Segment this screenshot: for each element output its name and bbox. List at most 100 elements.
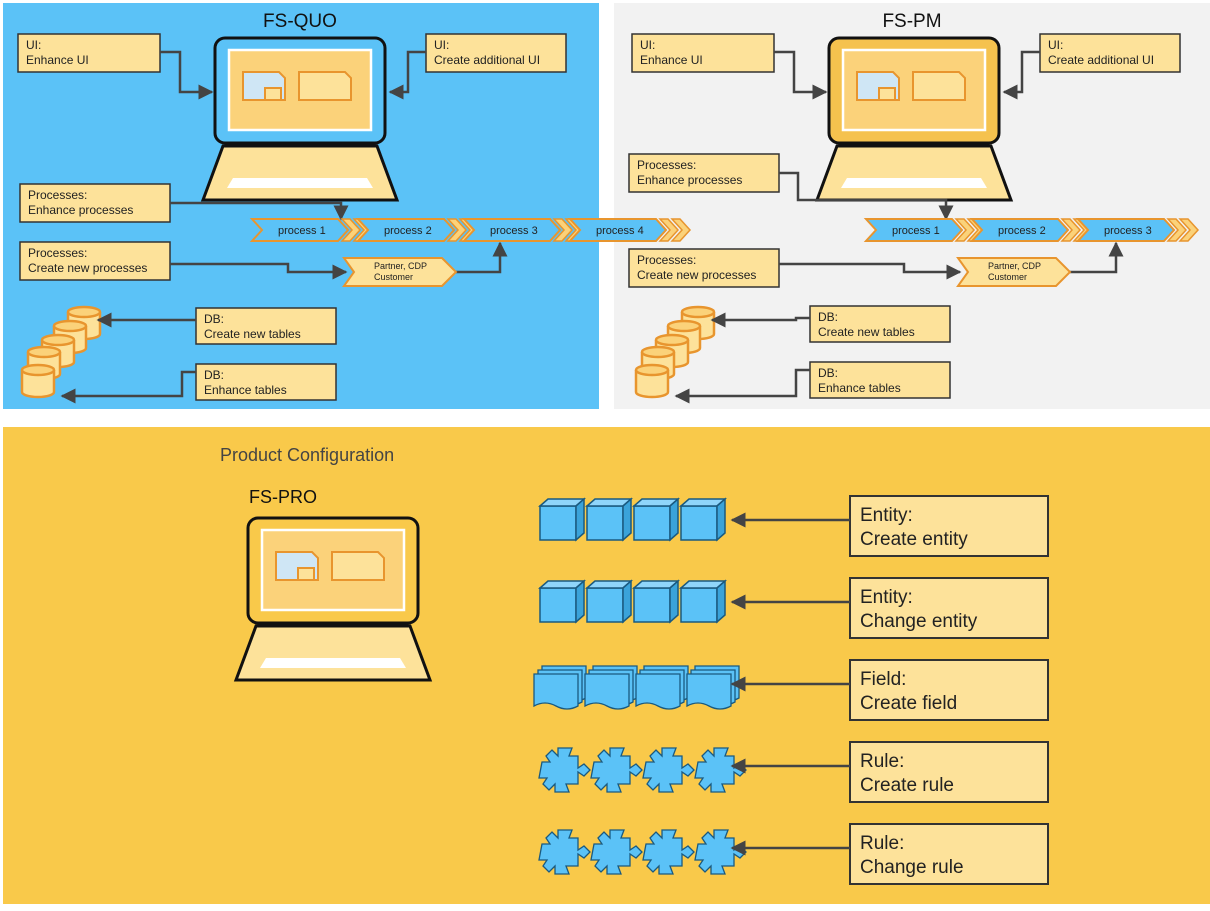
quo-proc-create-label-line-0: Processes:: [28, 246, 87, 260]
pm-process-1: process 1: [863, 218, 988, 242]
quo-ui-enhance-label-line-0: UI:: [26, 38, 41, 52]
pro-label-line-0: Entity:: [860, 505, 913, 526]
quo-proc-enhance-label: Processes:Enhance processes: [19, 183, 171, 223]
pm-ui-create-label-line-1: Create additional UI: [1048, 53, 1154, 67]
puzzle-icon: [642, 747, 695, 793]
cube-icon-side: [575, 579, 585, 624]
puzzle-icon-piece: [590, 747, 643, 793]
pm-db-create-label-line-0: DB:: [818, 310, 838, 324]
pro-label-box: [849, 495, 1049, 557]
pro-row-5: Rule:Change rule: [538, 823, 1049, 885]
pro-label-1: Entity:Create entity: [849, 495, 1049, 557]
cube-icon-front: [680, 505, 718, 541]
quo-process-3-shape: [461, 218, 562, 242]
quo-db-enhance-label-box: [195, 363, 337, 401]
pro-label-box: [849, 659, 1049, 721]
pm-ui-enhance-label-line-0: UI:: [640, 38, 655, 52]
pm-process-3: process 3: [1075, 218, 1200, 242]
cube-icon: [538, 579, 586, 624]
cube-icon-side: [669, 497, 679, 542]
pm-process-1-shape: [863, 218, 964, 242]
fs-pro-laptop: [233, 516, 433, 682]
quo-process-2-label: process 2: [384, 225, 432, 237]
pm-partner-box-shape: [956, 257, 1072, 287]
document-stack-row-icon: [533, 665, 740, 710]
pro-label-2: Entity:Change entity: [849, 577, 1049, 639]
quo-db-create-label: DB:Create new tables: [195, 307, 337, 345]
laptop-keyboard: [260, 658, 406, 668]
puzzle-row-icon: [538, 747, 747, 793]
pm-ui-enhance-label: UI:Enhance UI: [631, 33, 775, 73]
pm-db-create-label-line-1: Create new tables: [818, 325, 915, 339]
db-cylinder-body: [20, 370, 56, 399]
puzzle-icon: [642, 829, 695, 875]
pm-proc-enhance-label: Processes:Enhance processes: [628, 153, 780, 193]
puzzle-icon-piece: [538, 747, 591, 793]
db-cylinder-top: [20, 363, 56, 377]
document-icon: [584, 665, 638, 710]
db-cylinder-body: [634, 370, 670, 399]
pm-laptop: [814, 36, 1014, 202]
laptop-base: [233, 624, 433, 682]
quo-ui-create-label-line-0: UI:: [434, 38, 449, 52]
document-icon: [533, 665, 587, 710]
fs-pro-title: FS-PRO: [249, 487, 317, 507]
pro-label-line-1: Change rule: [860, 857, 964, 878]
quo-process-4-chevron: [670, 218, 692, 242]
cube-icon-side: [622, 497, 632, 542]
puzzle-icon-piece: [590, 829, 643, 875]
pm-process-2: process 2: [969, 218, 1094, 242]
cube-row-icon: [538, 497, 727, 542]
pm-process-1-label: process 1: [892, 225, 940, 237]
puzzle-icon: [538, 747, 591, 793]
quo-db-create-label-line-0: DB:: [204, 312, 224, 326]
db-cylinder-top: [634, 363, 670, 377]
pm-process-1-chevron: [954, 218, 976, 242]
pro-row-4: Rule:Create rule: [538, 741, 1049, 803]
cube-icon-side: [669, 579, 679, 624]
cube-icon: [679, 497, 727, 542]
window-sub-icon: [297, 567, 315, 581]
panel-icon: [298, 71, 352, 101]
db-cylinder-top: [52, 319, 88, 333]
quo-process-1-chevron: [340, 218, 362, 242]
quo-laptop: [200, 36, 400, 202]
cube-icon: [632, 497, 680, 542]
pm-ui-create-label-box: [1039, 33, 1181, 73]
pro-label-line-1: Change entity: [860, 611, 978, 632]
pm-proc-enhance-label-line-1: Enhance processes: [637, 173, 742, 187]
pm-process-2-shape: [969, 218, 1070, 242]
quo-process-1-shape: [249, 218, 350, 242]
quo-proc-enhance-arrow: [170, 201, 349, 221]
puzzle-icon-piece: [538, 829, 591, 875]
laptop-keyboard: [227, 178, 373, 188]
pm-ui-enhance-label-box: [631, 33, 775, 73]
db-cylinder-top: [640, 345, 676, 359]
puzzle-row-icon: [538, 829, 747, 875]
pm-partner-box-line-0: Partner, CDP: [988, 261, 1041, 271]
quo-db-enhance-label: DB:Enhance tables: [195, 363, 337, 401]
db-cylinder-top: [680, 305, 716, 319]
laptop-keyboard: [841, 178, 987, 188]
db-cylinder-top: [666, 319, 702, 333]
cube-icon: [679, 579, 727, 624]
db-cylinder-top: [654, 333, 690, 347]
quo-db-enhance-label-line-0: DB:: [204, 368, 224, 382]
document-icon-page: [533, 673, 579, 710]
quo-ui-create-arrow: [388, 50, 426, 100]
pm-ui-create-label: UI:Create additional UI: [1039, 33, 1181, 73]
quo-process-3: process 3: [461, 218, 586, 242]
cube-icon-side: [575, 497, 585, 542]
document-icon-page: [584, 673, 630, 710]
db-cylinder-top: [66, 305, 102, 319]
laptop-base: [814, 144, 1014, 202]
pro-label-5: Rule:Change rule: [849, 823, 1049, 885]
quo-proc-create-label-box: [19, 241, 171, 281]
quo-process-1-label: process 1: [278, 225, 326, 237]
cube-icon: [585, 579, 633, 624]
quo-partner-box-shape: [342, 257, 458, 287]
quo-db-icon: [20, 305, 102, 399]
